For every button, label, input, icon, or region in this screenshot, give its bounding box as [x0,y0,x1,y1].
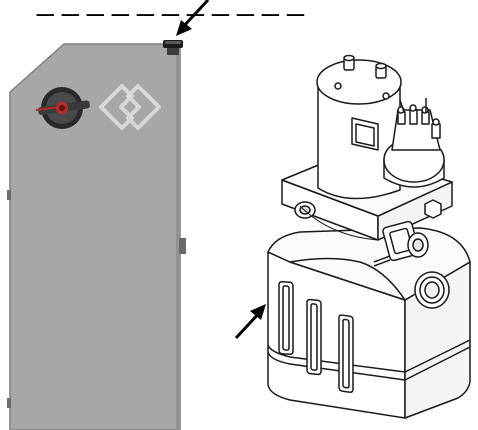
panel-side-tab [179,238,186,254]
arrow-up-right-icon [234,304,266,340]
motor [316,54,402,200]
panel-edge-shade [176,44,180,430]
cropped-caption: _ _ _ _ _ _ _ _ _ _ _ [37,0,304,17]
power-unit [267,54,471,419]
rotary-switch [35,87,90,129]
arrow-down-left-icon [176,0,210,36]
panel-notch [7,398,11,408]
cabinet-panel [7,40,186,430]
solenoid-valve [373,220,429,267]
breather-cap [163,40,183,55]
panel-notch [7,190,11,200]
fill-cap [414,271,450,309]
motor-bolts [334,54,390,100]
starter-relay [383,98,445,188]
sight-windows [278,280,354,393]
reservoir-tank [267,227,471,419]
double-diamond-logo [99,84,161,130]
